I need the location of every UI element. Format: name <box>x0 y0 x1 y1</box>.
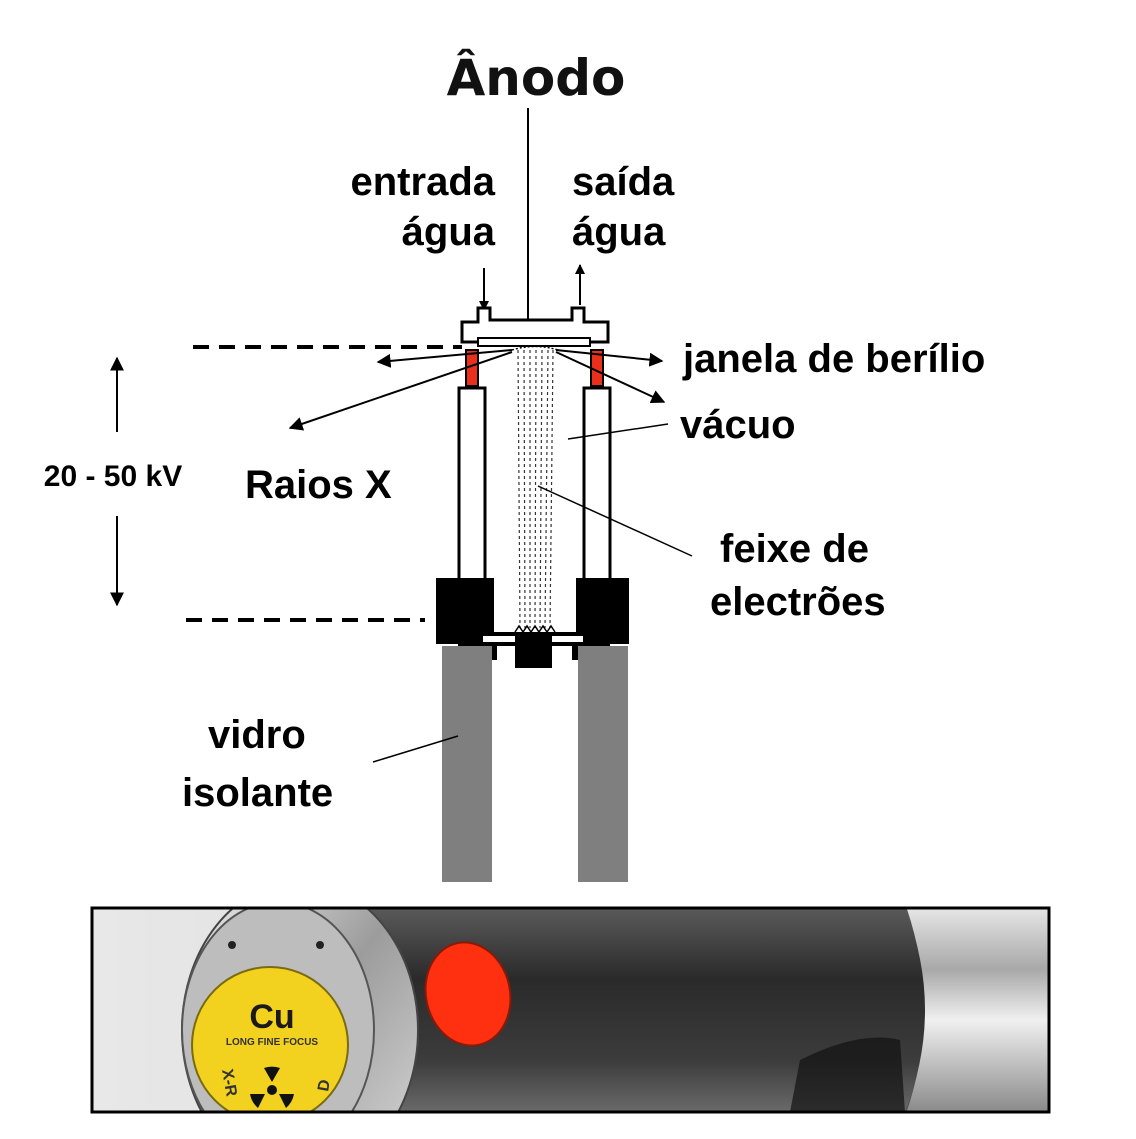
photo-frame <box>90 906 1051 1114</box>
cathode-base <box>436 578 629 668</box>
water-inlet-label-line1: entrada <box>351 160 496 204</box>
vacuum-leader <box>567 423 669 440</box>
water-outlet-label-line2: água <box>572 210 666 254</box>
glass-insulator-left <box>442 646 492 882</box>
badge-side-right: D <box>315 1078 334 1092</box>
beryllium-window-marker <box>424 941 512 1047</box>
glass-insulator-label-line2: isolante <box>182 771 333 815</box>
vacuum-label: vácuo <box>680 403 796 447</box>
electron-beam-label-line1: feixe de <box>720 527 869 571</box>
badge-side-left: X-R <box>218 1068 240 1099</box>
beam-focal-spot <box>511 345 559 351</box>
anode-badge <box>191 966 349 1112</box>
glass-insulator-right <box>578 646 628 882</box>
xrays-label: Raios X <box>245 463 392 507</box>
electron-beam-label-line2: electrões <box>710 580 886 624</box>
electron-beam-leader <box>537 485 693 557</box>
voltage-label: 20 - 50 kV <box>44 460 182 493</box>
water-outlet-label-line1: saída <box>572 160 675 204</box>
xray-tube-photo: Cu LONG FINE FOCUS X-R D <box>92 908 1049 1112</box>
electron-beam <box>517 349 554 629</box>
badge-subtitle: LONG FINE FOCUS <box>226 1037 319 1048</box>
xray-beams <box>288 349 666 431</box>
beryllium-window-label: janela de berílio <box>682 337 985 381</box>
glass-insulator-leader <box>372 735 459 763</box>
water-inlet-label-line2: água <box>402 210 496 254</box>
diagram-title: Ânodo <box>447 48 626 107</box>
anode-head <box>460 306 610 347</box>
glass-insulator-label-line1: vidro <box>208 713 306 757</box>
radiation-icon <box>250 1066 294 1108</box>
badge-element-label: Cu <box>249 998 294 1036</box>
